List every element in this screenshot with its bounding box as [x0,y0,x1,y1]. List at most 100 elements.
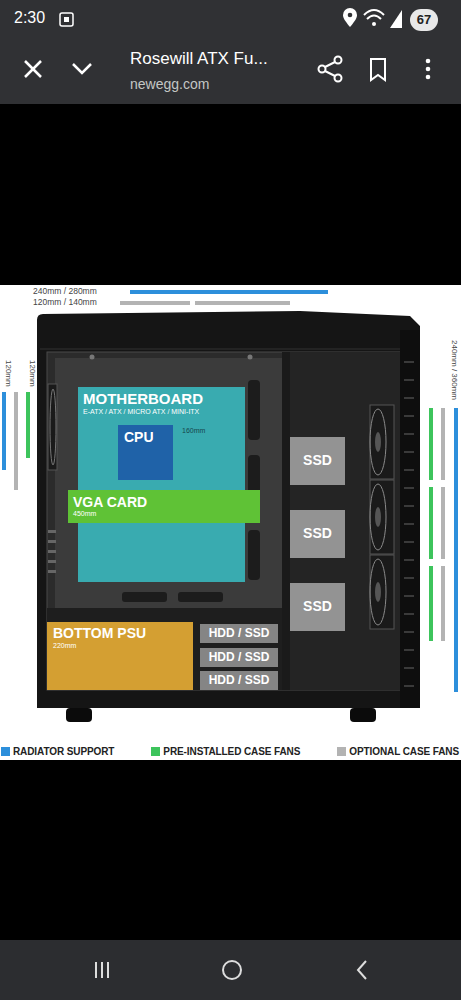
nav-bar [0,940,461,1000]
dimension: 120mm [4,360,12,387]
optional-fan-bar [441,408,445,480]
radiator-bar [2,392,6,470]
rear-fan [48,384,57,470]
front-fans [370,405,394,629]
recents-icon [95,962,97,978]
page-domain: newegg.com [130,77,209,91]
legend-swatch [1,747,10,756]
optional-fan-bar [441,487,445,559]
battery-pill [410,9,438,31]
legend-text: OPTIONAL CASE FANS [349,746,459,757]
close-icon [25,61,41,77]
case-foot [350,708,376,722]
dimension: 120mm / 140mm [33,298,97,307]
share-icon [335,57,342,64]
cpu-zone: CPU [118,425,173,480]
zone-spec: 220mm [53,642,76,650]
front-fan [370,555,394,629]
wifi-icon [364,10,384,15]
wifi-icon [367,16,381,20]
legend-item: PRE-INSTALLED CASE FANS [151,746,300,757]
share-icon [325,62,335,67]
rear-fan [50,389,56,465]
front-fan [375,507,381,527]
radiator-bar [130,290,328,294]
screenshot-icon [60,13,73,26]
motherboard-zone: MOTHERBOARDE-ATX / ATX / MICRO ATX / MIN… [78,387,245,582]
front-panel [400,330,420,708]
motherboard-tray [55,358,283,610]
menu-icon [426,67,431,72]
radiator-bar [454,408,458,692]
page-title: Rosewill ATX Fu... [130,50,268,67]
menu-icon [426,59,431,64]
legend-swatch [151,747,160,756]
optional-fan-bar [14,392,18,490]
front-fan [370,409,386,475]
signal-icon [390,10,402,28]
location-icon [343,8,357,27]
front-fan [370,480,394,554]
image-ground [0,285,461,760]
wifi-icon [372,22,376,26]
preinstalled-fan-bar [429,566,433,641]
front-vents [404,362,414,686]
front-fan [370,484,386,550]
legend-text: RADIATOR SUPPORT [13,746,114,757]
screenshot-icon [64,17,69,22]
front-fan [375,432,381,452]
chevron-icon [73,64,91,73]
preinstalled-fan-bar [26,392,30,458]
bay-label: HDD / SSD [209,651,270,664]
optional-fan-bar [195,301,290,305]
recents-icon [101,962,103,978]
menu-icon [426,75,431,80]
bay-label: SSD [303,453,332,469]
cable-hole [178,592,223,602]
optional-fan-bar [120,301,190,305]
side-window [47,352,400,690]
cable-hole [248,530,260,580]
legend-item: RADIATOR SUPPORT [1,746,114,757]
psu-shroud [47,608,282,690]
dimension: 240mm / 360mm [450,340,458,400]
case-foot [66,708,92,722]
bookmark-icon [371,59,385,80]
drive-divider [282,352,290,690]
pci-slots [48,530,56,573]
pci-slot [48,530,56,533]
legend-swatch [337,747,346,756]
pci-slot [48,550,56,553]
close-icon [25,61,41,77]
zone-title: MOTHERBOARD [83,391,203,408]
bay-label: SSD [303,526,332,542]
clock: 2:30 [14,10,45,26]
drive-bay: HDD / SSD [200,624,278,643]
front-fan [375,582,381,602]
screw [248,355,253,360]
browser-chrome [0,0,461,104]
share-icon [325,71,335,76]
pci-slot [48,560,56,563]
screw [90,355,95,360]
optional-fan-bar [441,566,445,641]
dimension: 160mm [182,427,205,434]
zone-spec: 450mm [73,510,96,518]
front-compartment [290,352,400,690]
legend-item: OPTIONAL CASE FANS [337,746,459,757]
cable-hole [122,592,167,602]
ssd-bay: SSD [290,437,345,485]
dimension: 120mm [28,360,36,387]
zone-title: VGA CARD [73,495,147,511]
drive-bay: HDD / SSD [200,648,278,667]
bay-label: HDD / SSD [209,627,270,640]
ssd-bay: SSD [290,510,345,558]
black-band [0,104,461,285]
back-icon [358,961,366,979]
ssd-bay: SSD [290,583,345,631]
drive-bay: HDD / SSD [200,671,278,690]
front-fan [370,559,386,625]
zone-title: BOTTOM PSU [53,626,146,642]
pci-slot [48,570,56,573]
